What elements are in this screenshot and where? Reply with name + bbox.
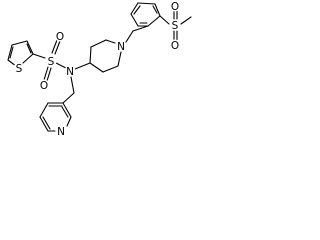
atom-label-n-sulfonamide: N: [66, 66, 74, 78]
bond: [130, 2, 139, 15]
atom-label-s-thiophene: S: [16, 63, 23, 75]
atom-piperidine-nitrogen: N: [115, 40, 127, 53]
bond: [62, 92, 75, 104]
bond: [125, 30, 134, 43]
molecule-structure-diagram: S S O O N N N S: [7, 0, 192, 138]
atom-label-n-piperidine: N: [117, 41, 125, 53]
bond: [66, 116, 72, 127]
bond: [89, 46, 92, 64]
atom-sulfonamide-nitrogen: N: [64, 65, 76, 78]
atom-thiophene-sulfur: S: [13, 62, 25, 75]
atom-label-o-methylsulfonyl-2: O: [171, 40, 179, 52]
bond: [43, 66, 49, 81]
bond: [7, 44, 13, 61]
bond: [22, 53, 34, 64]
bond: [26, 43, 32, 54]
bond: [152, 5, 158, 14]
atom-methylsulfonyl-oxygen-2: O: [169, 39, 181, 52]
atom-pyridine-nitrogen: N: [55, 125, 67, 138]
atom-label-o-sulfonyl-2: O: [40, 80, 48, 92]
bond: [132, 25, 149, 32]
bond: [39, 116, 49, 132]
bond: [133, 5, 141, 15]
bond: [154, 3, 161, 17]
atom-methylsulfonyl-oxygen-1: O: [169, 0, 181, 13]
atom-sulfonyl-oxygen-1: O: [54, 30, 66, 43]
bond: [51, 39, 58, 54]
bond: [55, 62, 67, 69]
atom-sulfonyl-sulfur: S: [45, 55, 57, 68]
bond: [180, 16, 192, 25]
bond: [90, 39, 107, 48]
bond: [130, 13, 139, 27]
atom-label-o-methylsulfonyl-1: O: [171, 1, 179, 13]
bond: [70, 76, 75, 94]
bond: [42, 116, 51, 130]
bond: [159, 15, 170, 25]
bond: [39, 102, 49, 118]
bond-layer: [7, 2, 192, 132]
bond: [54, 40, 61, 55]
bond: [11, 40, 28, 46]
atom-label-layer: S S O O N N N S: [13, 0, 181, 138]
atom-label-n-pyridine: N: [57, 126, 65, 138]
bond: [102, 65, 119, 73]
atom-sulfonyl-oxygen-2: O: [38, 79, 50, 92]
bond: [32, 53, 46, 59]
bond: [74, 62, 91, 70]
atom-label-s-sulfonyl: S: [48, 56, 55, 68]
bond: [117, 51, 122, 67]
bond: [9, 46, 14, 59]
bond: [62, 102, 72, 118]
atom-label-s-methylsulfonyl: S: [172, 20, 179, 32]
atom-label-o-sulfonyl-1: O: [56, 31, 64, 43]
bond: [26, 40, 34, 55]
bond: [105, 39, 116, 44]
bond: [89, 62, 104, 73]
atom-methylsulfonyl-sulfur: S: [169, 19, 181, 32]
bond: [61, 106, 69, 118]
bond: [147, 15, 161, 27]
bond: [46, 67, 52, 82]
bond: [137, 2, 156, 5]
